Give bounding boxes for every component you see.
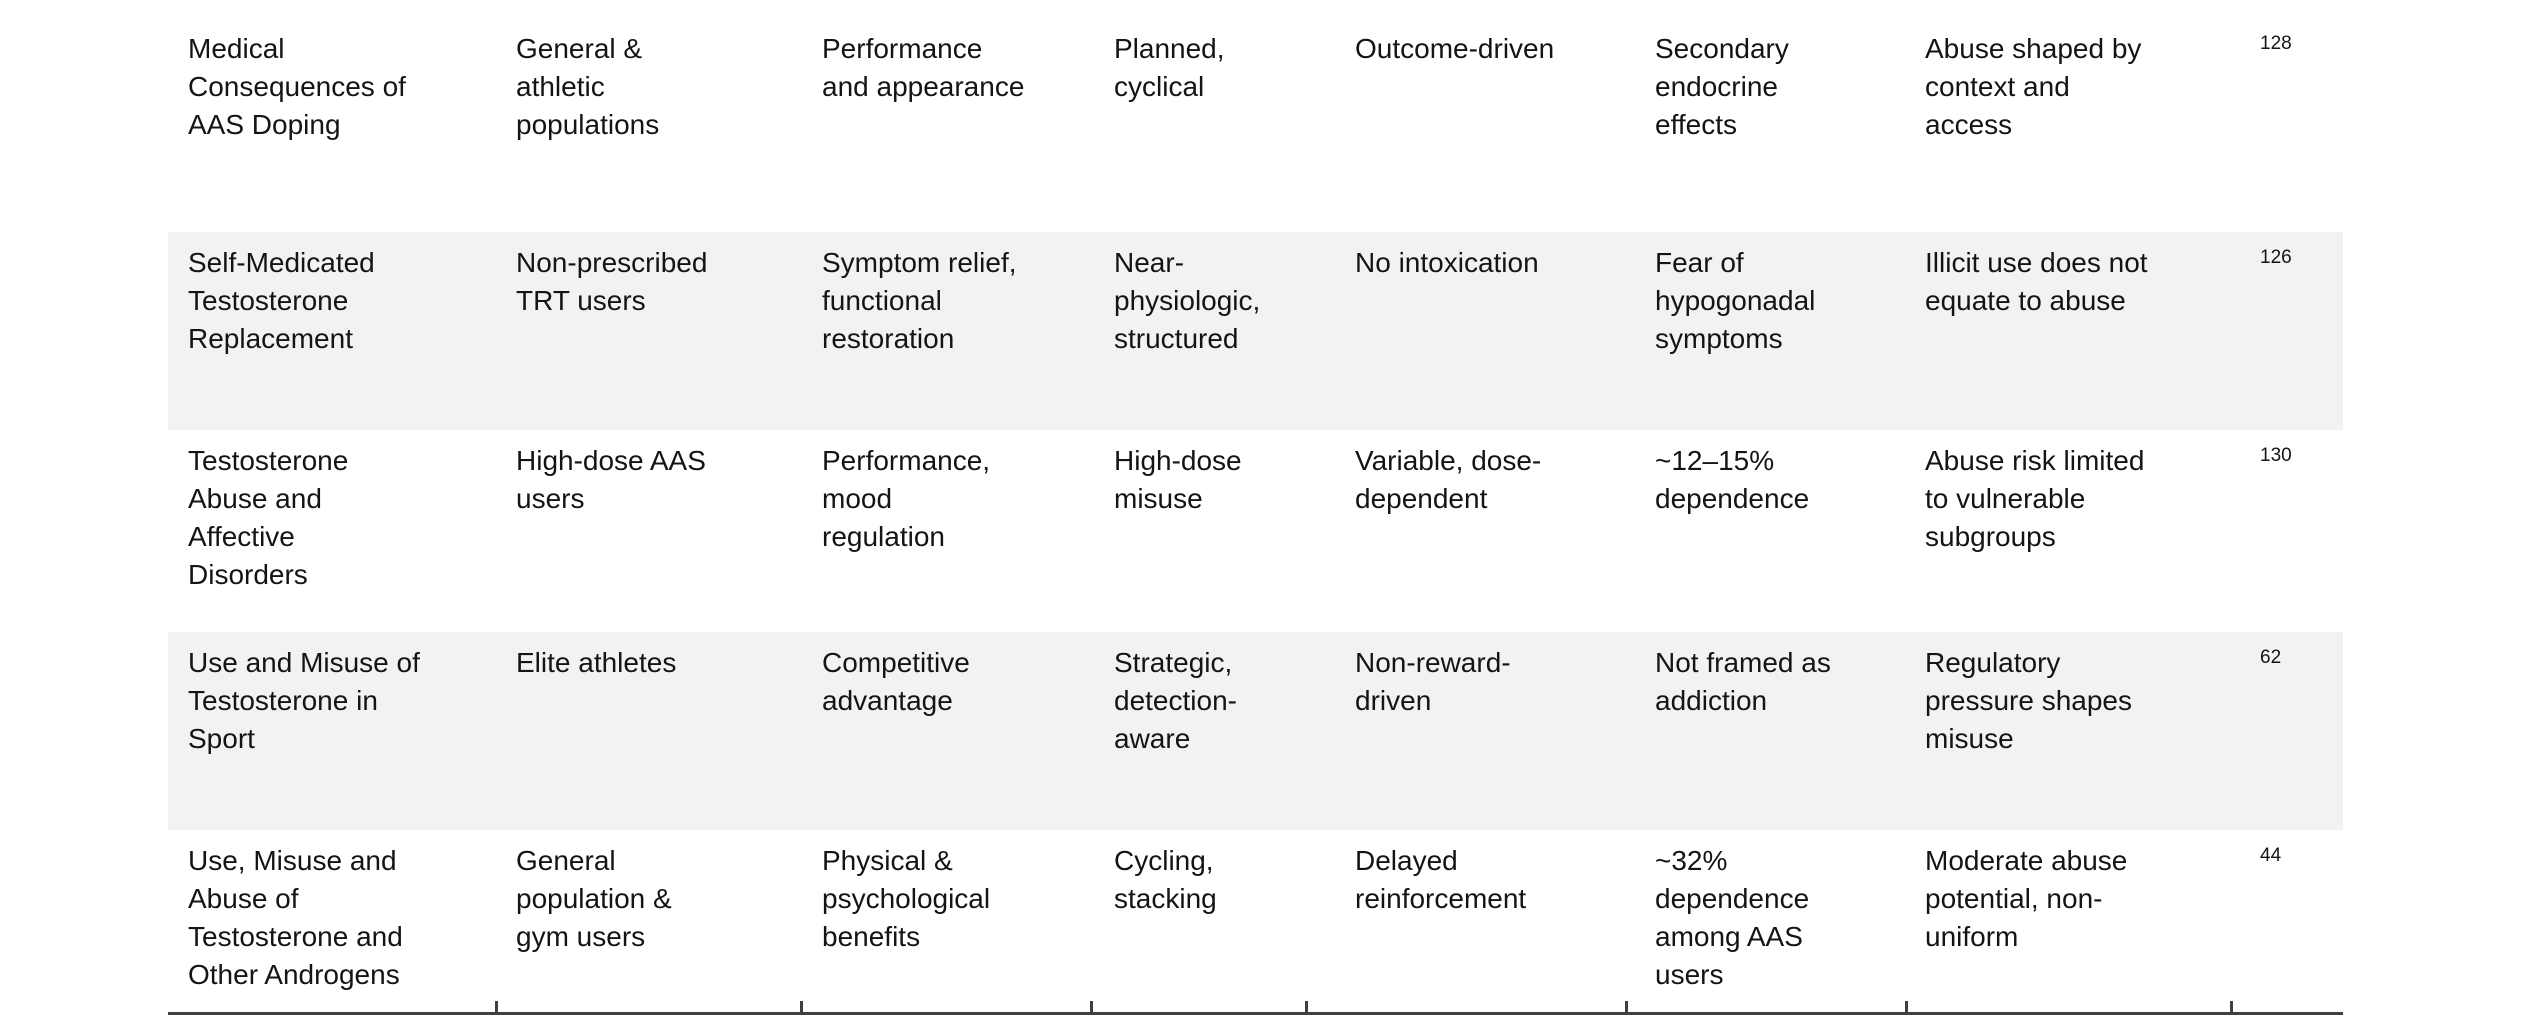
table-cell: Outcome-driven: [1355, 33, 1555, 64]
reference-superscript: 128: [2260, 33, 2292, 54]
table-cell: Non-prescribed TRT users: [516, 247, 708, 316]
table-row: Medical Consequences of AAS Doping Gener…: [168, 0, 2343, 232]
table-cell: Elite athletes: [516, 647, 677, 678]
table-cell: Secondary endocrine effects: [1655, 33, 1789, 140]
table-cell: Performance and appearance: [822, 33, 1025, 102]
table-cell: Strategic, detection- aware: [1114, 647, 1237, 754]
table-cell: Physical & psychological benefits: [822, 845, 991, 952]
table-cell: Regulatory pressure shapes misuse: [1925, 647, 2133, 754]
table-cell: ~12–15% dependence: [1655, 445, 1810, 514]
reference-superscript: 130: [2260, 445, 2292, 466]
table-cell: Variable, dose- dependent: [1355, 445, 1542, 514]
table-cell: Abuse risk limited to vulnerable subgrou…: [1925, 445, 2145, 552]
table-cell: Abuse shaped by context and access: [1925, 33, 2142, 140]
table-cell: Performance, mood regulation: [822, 445, 991, 552]
table-cell: Moderate abuse potential, non- uniform: [1925, 845, 2128, 952]
column-border-tick: [495, 1001, 498, 1015]
column-border-tick: [1305, 1001, 1308, 1015]
table-cell: Near- physiologic, structured: [1114, 247, 1261, 354]
table-cell: Use, Misuse and Abuse of Testosterone an…: [188, 845, 403, 990]
table-cell: Non-reward- driven: [1355, 647, 1511, 716]
table-cell: Testosterone Abuse and Affective Disorde…: [188, 445, 349, 590]
table-cell: ~32% dependence among AAS users: [1655, 845, 1810, 990]
table-cell: Competitive advantage: [822, 647, 970, 716]
table-cell: Illicit use does not equate to abuse: [1925, 247, 2148, 316]
table-cell: Use and Misuse of Testosterone in Sport: [188, 647, 420, 754]
table-cell: General population & gym users: [516, 845, 672, 952]
table-row: Self-Medicated Testosterone Replacement …: [168, 232, 2343, 430]
table-cell: Medical Consequences of AAS Doping: [188, 33, 406, 140]
table-cell: No intoxication: [1355, 247, 1539, 278]
table-cell: Self-Medicated Testosterone Replacement: [188, 247, 375, 354]
reference-superscript: 62: [2260, 647, 2282, 668]
table-cell: High-dose AAS users: [516, 445, 706, 514]
table-row: Use, Misuse and Abuse of Testosterone an…: [168, 830, 2343, 1014]
comparison-table: Medical Consequences of AAS Doping Gener…: [168, 0, 2343, 1014]
table-cell: Not framed as addiction: [1655, 647, 1831, 716]
column-border-tick: [800, 1001, 803, 1015]
reference-superscript: 44: [2260, 845, 2282, 866]
reference-superscript: 126: [2260, 247, 2292, 268]
table-cell: General & athletic populations: [516, 33, 660, 140]
table-bottom-border: [168, 1012, 2343, 1015]
table-cell: Planned, cyclical: [1114, 33, 1225, 102]
column-border-tick: [1905, 1001, 1908, 1015]
table-cell: Delayed reinforcement: [1355, 845, 1527, 914]
column-border-tick: [1090, 1001, 1093, 1015]
table-row: Testosterone Abuse and Affective Disorde…: [168, 430, 2343, 632]
column-border-tick: [1625, 1001, 1628, 1015]
table-cell: Cycling, stacking: [1114, 845, 1217, 914]
column-border-tick: [2230, 1001, 2233, 1015]
table-cell: Symptom relief, functional restoration: [822, 247, 1017, 354]
table-cell: Fear of hypogonadal symptoms: [1655, 247, 1816, 354]
table-row: Use and Misuse of Testosterone in Sport …: [168, 632, 2343, 830]
table-cell: High-dose misuse: [1114, 445, 1242, 514]
